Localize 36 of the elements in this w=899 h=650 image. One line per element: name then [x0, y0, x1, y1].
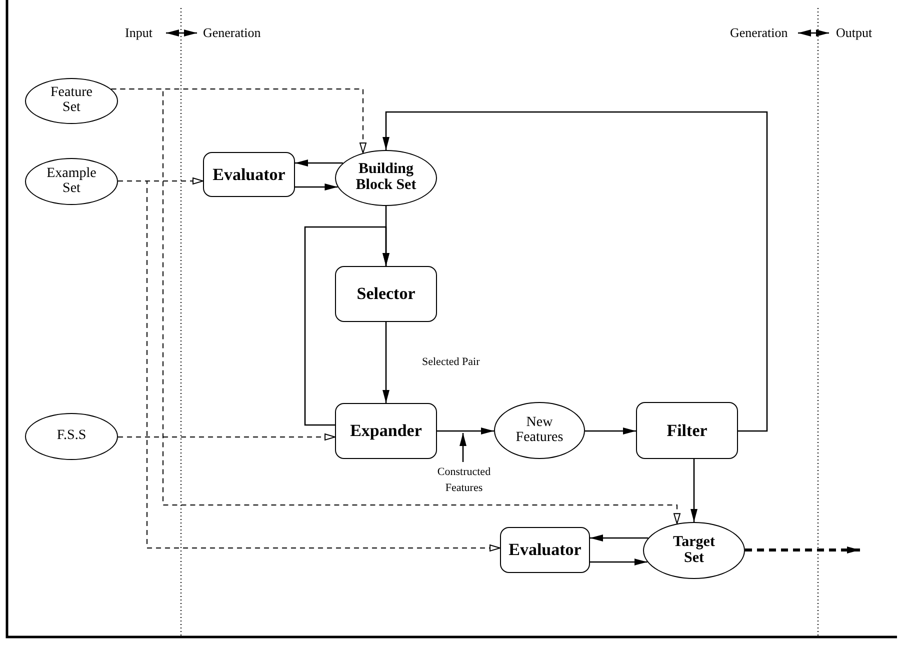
arrow: [295, 184, 338, 190]
node-label: Building Block Set: [354, 162, 418, 194]
arrow: [585, 428, 636, 434]
region-label: Generation: [203, 25, 261, 41]
arrow: [590, 558, 648, 566]
node-label: Evaluator: [508, 541, 582, 559]
node-label: Feature Set: [50, 86, 94, 116]
node-label: New Features: [514, 416, 564, 446]
arrow: [295, 160, 343, 166]
node-label: Filter: [666, 422, 708, 440]
arrow: [382, 322, 390, 403]
node-label: Expander: [350, 422, 422, 440]
arrow: [110, 88, 680, 524]
edge-label: Selected Pair: [422, 356, 480, 368]
annotation-text: Constructed Features: [436, 464, 492, 496]
process-box: [203, 152, 295, 197]
node-label: Selector: [356, 285, 416, 303]
process-box: [500, 527, 590, 573]
arrow: [118, 434, 336, 440]
process-box: [335, 266, 437, 322]
arrow: [437, 428, 494, 434]
arrow: [460, 433, 466, 462]
arrow: [745, 546, 860, 554]
process-box: [335, 403, 437, 459]
process-box: [636, 402, 738, 459]
region-label: Output: [836, 25, 872, 41]
node-label: Evaluator: [212, 166, 286, 184]
node-label: F.S.S: [56, 429, 86, 444]
arrow: [382, 111, 768, 432]
region-label: Input: [125, 25, 152, 41]
node-label: Example Set: [46, 166, 98, 196]
arrow: [590, 534, 648, 542]
node-label: Target Set: [672, 534, 716, 566]
arrow: [690, 459, 698, 522]
region-label: Generation: [730, 25, 788, 41]
arrow: [304, 226, 390, 426]
